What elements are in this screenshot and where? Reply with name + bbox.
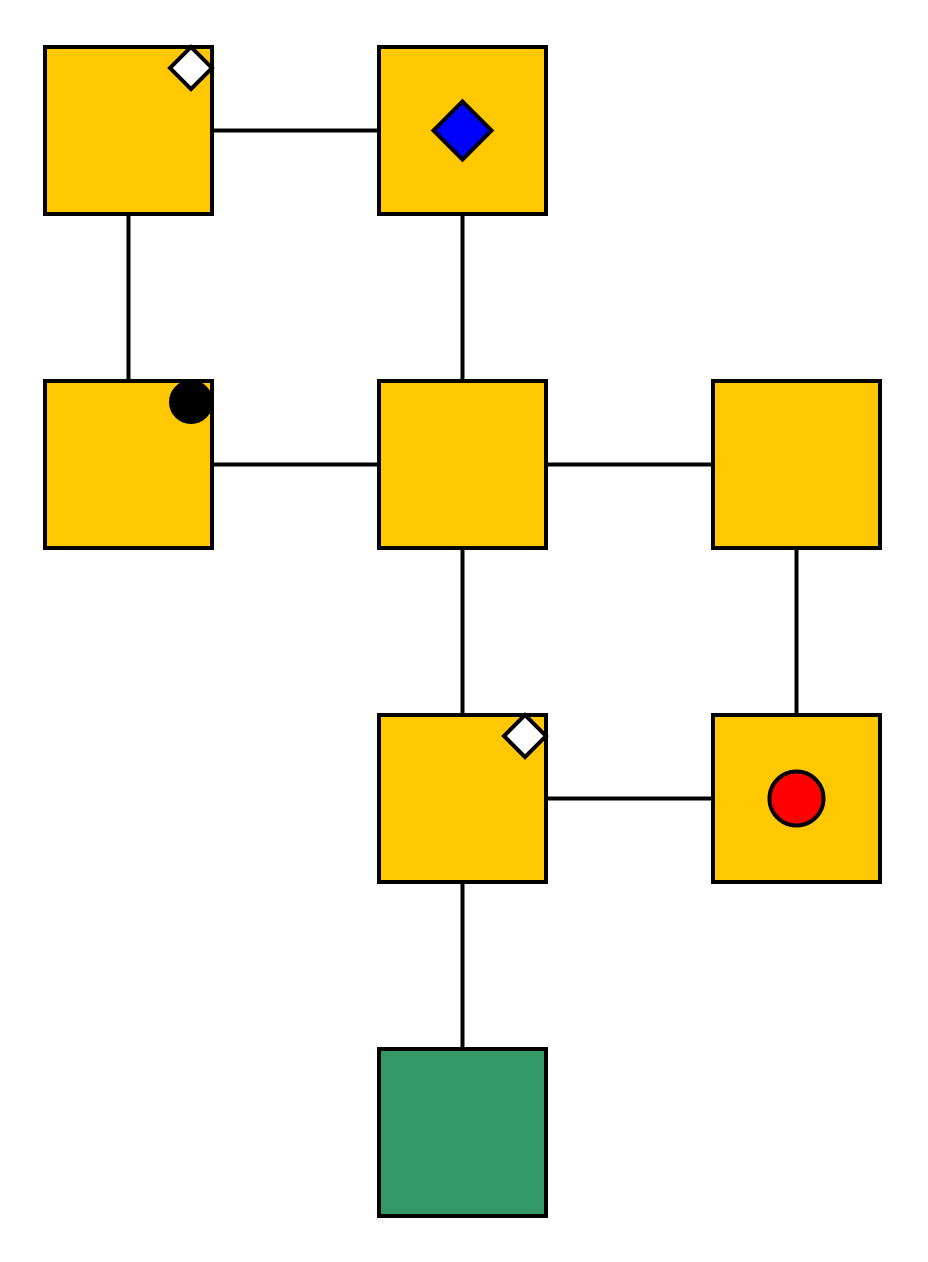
- room-node: [711, 379, 882, 550]
- diamond-icon: [501, 712, 549, 760]
- diamond-icon: [167, 44, 215, 92]
- diamond-icon: [430, 98, 495, 163]
- room-markers: [167, 44, 826, 828]
- room-node: [377, 379, 548, 550]
- exit-room-node: [377, 1047, 548, 1218]
- circle-icon: [169, 380, 213, 424]
- circle-icon: [767, 769, 826, 828]
